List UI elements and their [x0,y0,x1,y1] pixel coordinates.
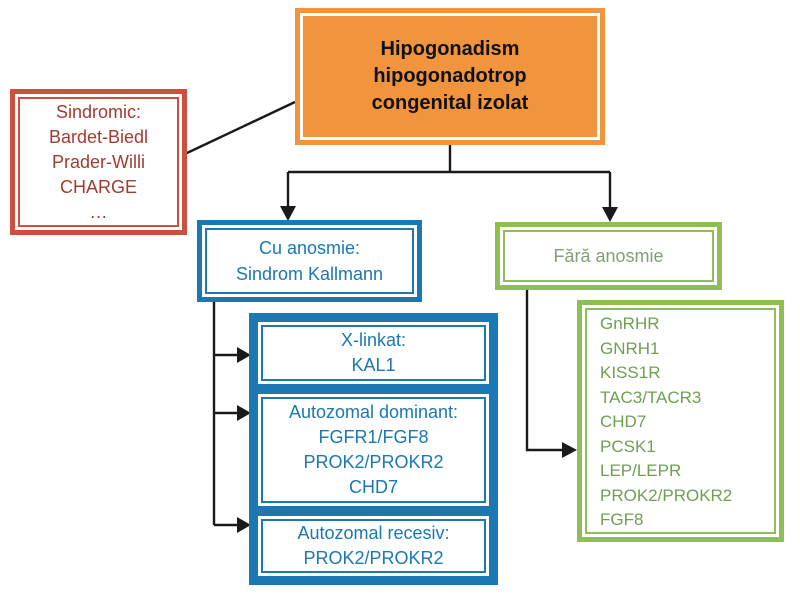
root-box-label: Hipogonadism hipogonadotrop congenital i… [300,13,600,140]
syndromic-box: Sindromic: Bardet-Biedl Prader-Willi CHA… [10,89,187,235]
gene-list-box: GnRHR GNRH1 KISS1R TAC3/TACR3 CHD7 PCSK1… [577,300,784,542]
x-linked-box: X-linkat: KAL1 [258,322,489,384]
kallmann-subtype-connector [212,301,251,533]
without-anosmia-box: Fără anosmie [495,222,722,290]
arrowhead-right-genes [562,442,577,458]
syndromic-box-label: Sindromic: Bardet-Biedl Prader-Willi CHA… [18,97,179,227]
autosomal-dominant-box-label: Autozomal dominant: FGFR1/FGF8 PROK2/PRO… [261,397,486,503]
root-branch-connector [280,145,618,222]
autosomal-recessive-box: Autozomal recesiv: PROK2/PROKR2 [258,516,489,576]
autosomal-recessive-box-label: Autozomal recesiv: PROK2/PROKR2 [261,519,486,573]
root-box: Hipogonadism hipogonadotrop congenital i… [295,8,605,145]
arrowhead-right-2 [237,405,251,421]
autosomal-dominant-box: Autozomal dominant: FGFR1/FGF8 PROK2/PRO… [258,394,489,506]
with-anosmia-box-label: Cu anosmie: Sindrom Kallmann [205,228,414,294]
arrowhead-right-1 [237,347,251,363]
no-anosmia-genes-connector [525,289,577,458]
kallmann-subtypes-container: X-linkat: KAL1 Autozomal dominant: FGFR1… [249,313,498,585]
gene-list: GnRHR GNRH1 KISS1R TAC3/TACR3 CHD7 PCSK1… [585,308,776,534]
arrowhead-right-3 [237,517,251,533]
x-linked-box-label: X-linkat: KAL1 [261,325,486,381]
arrowhead-down-right [602,207,618,222]
arrowhead-down-left [280,206,296,221]
syndromic-connector [186,100,296,155]
with-anosmia-box: Cu anosmie: Sindrom Kallmann [197,220,422,302]
without-anosmia-box-label: Fără anosmie [503,230,714,282]
